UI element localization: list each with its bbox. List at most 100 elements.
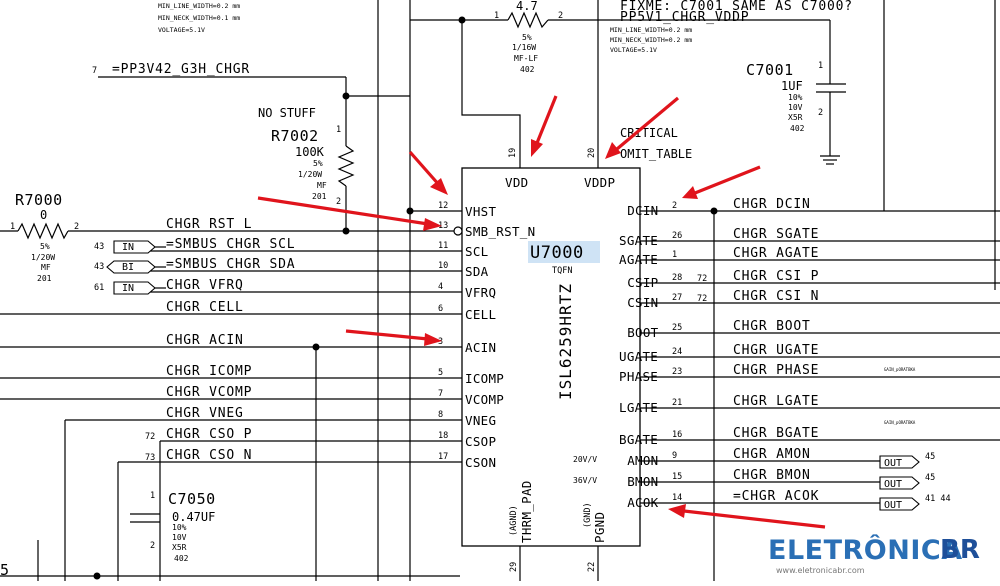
note-min-line-width: MIN_LINE_WIDTH=0.2 mm xyxy=(158,2,240,10)
port-flag-label: OUT xyxy=(884,500,902,511)
c7050-pkg: 402 xyxy=(174,554,189,563)
left-net-label: =SMBUS_CHGR_SDA xyxy=(166,257,295,272)
vddp-pin-label: VDDP xyxy=(584,175,615,190)
left-page-ref: 43 xyxy=(94,242,104,252)
vddp-net-label: PP5V1_CHGR_VDDP xyxy=(620,10,749,25)
right-net-label: CHGR_LGATE xyxy=(733,394,819,409)
junction xyxy=(406,207,414,215)
right-pin-number: 1 xyxy=(672,250,677,260)
arrow-vddp xyxy=(615,96,680,151)
right-pin-name: BGATE xyxy=(619,432,658,447)
r7000-type: MF xyxy=(41,263,51,272)
right-pin-name: UGATE xyxy=(619,349,658,364)
r7000-tol: 5% xyxy=(40,242,50,251)
port-flag-label: IN xyxy=(122,242,134,253)
r7000-pin2: 2 xyxy=(74,222,79,232)
right-pin-number: 21 xyxy=(672,398,682,408)
c7050-pin2: 2 xyxy=(150,541,155,551)
r7000-value: 0 xyxy=(40,208,47,222)
left-net-label: CHGR_CSO_N xyxy=(166,448,252,463)
omit-table-label: OMIT_TABLE xyxy=(620,147,692,161)
right-pin-number: 26 xyxy=(672,231,682,241)
c7050-value: 0.47UF xyxy=(172,510,215,524)
right-net-label: CHGR_CSI_N xyxy=(733,289,819,304)
right-net-label: CHGR_SGATE xyxy=(733,227,819,242)
watermark-br: BR xyxy=(940,535,980,565)
r7000-pkg: 201 xyxy=(37,274,52,283)
g3h-net-label: =PP3V42_G3H_CHGR xyxy=(112,62,250,77)
right-pin-number: 25 xyxy=(672,323,682,333)
right-pin-name: AMON xyxy=(627,453,658,468)
left-pin-name: SMB_RST_N xyxy=(465,224,535,239)
c7050-pin1: 1 xyxy=(150,491,155,501)
arrow-smb-rst-head xyxy=(423,218,442,231)
left-pin-name: VNEG xyxy=(465,413,496,428)
res-top-value: 4.7 xyxy=(516,0,538,13)
r7002-tol: 5% xyxy=(313,159,323,168)
right-pin-name: CSIN xyxy=(627,295,658,310)
port-flag xyxy=(879,455,920,469)
c7001-tol: 10% xyxy=(788,93,803,102)
edge-left-label: 5 xyxy=(0,561,10,579)
left-pin-number: 6 xyxy=(438,304,443,314)
chip-package: TQFN xyxy=(552,266,572,276)
c7001-pin2: 2 xyxy=(818,108,823,118)
left-pin-number: 18 xyxy=(438,431,448,441)
left-pin-name: ACIN xyxy=(465,340,496,355)
left-pin-name: VCOMP xyxy=(465,392,504,407)
left-net-label: CHGR_CELL xyxy=(166,300,244,315)
res-top-pin1: 1 xyxy=(494,11,499,21)
resistor-symbol-r7002 xyxy=(337,145,355,187)
bmon-gain: 36V/V xyxy=(573,476,597,485)
left-net-label: CHGR_RST_L xyxy=(166,217,252,232)
watermark-logo: ELETRÔNICA BR www.eletronicabr.com xyxy=(768,533,993,579)
gain-tag-2: GAIN_pORATBKA xyxy=(884,420,916,425)
arrow-vhst xyxy=(408,150,442,188)
left-pin-number: 7 xyxy=(438,389,443,399)
arrow-vhst-head xyxy=(430,178,448,195)
c7050-diel: X5R xyxy=(172,543,187,552)
r7000-power: 1/20W xyxy=(31,253,55,262)
c7050-tol: 10% xyxy=(172,523,187,532)
left-net-label: CHGR_VNEG xyxy=(166,406,244,421)
right-net-label: CHGR_BGATE xyxy=(733,426,819,441)
r7000-ref: R7000 xyxy=(15,191,63,209)
right-pin-name: BOOT xyxy=(627,325,658,340)
res-top-tol: 5% xyxy=(522,33,532,42)
junction xyxy=(710,207,718,215)
left-pin-name: CSON xyxy=(465,455,496,470)
pgnd-pin-number: 22 xyxy=(587,562,597,572)
left-net-label: CHGR_ACIN xyxy=(166,333,244,348)
right-net-label: CHGR_DCIN xyxy=(733,197,811,212)
right-pin-name: AGATE xyxy=(619,252,658,267)
c7001-volt: 10V xyxy=(788,103,803,112)
arrow-vdd-head xyxy=(531,139,543,157)
right-net-label: CHGR_PHASE xyxy=(733,363,819,378)
right-net-label: =CHGR_ACOK xyxy=(733,489,819,504)
note-right-neck-width: MIN_NECK_WIDTH=0.2 mm xyxy=(610,36,692,44)
vddp-pin-number: 20 xyxy=(587,148,597,158)
ref-highlight xyxy=(528,241,600,263)
watermark-brand: ELETRÔNICA xyxy=(768,535,963,566)
pgnd-label: PGND xyxy=(592,512,607,543)
r7002-pkg: 201 xyxy=(312,192,327,201)
right-page-ref: 45 xyxy=(925,452,935,462)
arrow-vddp-head xyxy=(605,142,621,159)
c7050-volt: 10V xyxy=(172,533,187,542)
left-pin-number: 12 xyxy=(438,201,448,211)
right-net-label: CHGR_AMON xyxy=(733,447,811,462)
right-pin-number: 14 xyxy=(672,493,682,503)
right-pin-number: 23 xyxy=(672,367,682,377)
left-pin-number: 3 xyxy=(438,337,443,347)
gain-tag-1: GAIN_pORATBKA xyxy=(884,367,916,372)
left-net-label: CHGR_ICOMP xyxy=(166,364,252,379)
port-flag-label: OUT xyxy=(884,458,902,469)
left-pin-number: 5 xyxy=(438,368,443,378)
arrow-smb-rst xyxy=(257,196,429,226)
arrow-dcin xyxy=(694,165,761,195)
right-pin-name: SGATE xyxy=(619,233,658,248)
right-net-label: CHGR_BOOT xyxy=(733,319,811,334)
arrow-acok-head xyxy=(668,504,686,518)
